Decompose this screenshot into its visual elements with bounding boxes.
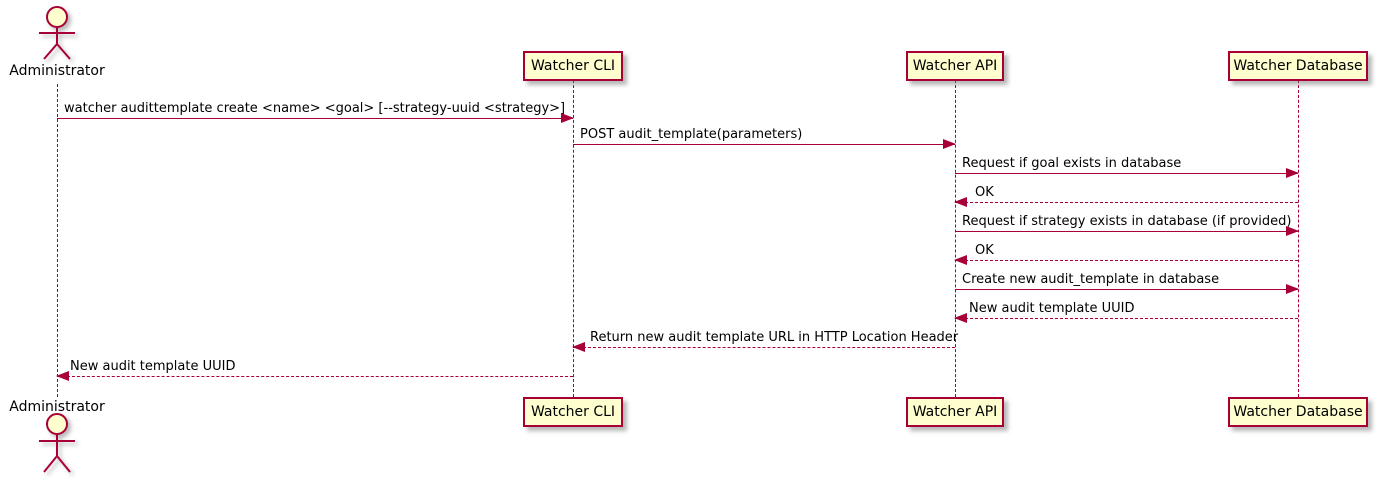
- message-6-label: OK: [975, 243, 994, 258]
- message-1-label: watcher audittemplate create <name> <goa…: [64, 101, 566, 116]
- message-9-label: Return new audit template URL in HTTP Lo…: [590, 330, 959, 345]
- message-4-line: [955, 202, 1298, 203]
- message-2: POST audit_template(parameters): [573, 127, 956, 151]
- arrowhead-left-icon: [954, 197, 967, 207]
- actor-label-administrator-top: Administrator: [9, 63, 105, 79]
- message-2-label: POST audit_template(parameters): [580, 127, 803, 142]
- message-8-line: [955, 318, 1298, 319]
- message-9-line: [573, 347, 955, 348]
- message-8: New audit template UUID: [954, 301, 1298, 325]
- arrowhead-left-icon: [572, 342, 585, 352]
- message-7-label: Create new audit_template in database: [962, 272, 1220, 287]
- message-6-line: [955, 260, 1298, 261]
- arrowhead-right-icon: [561, 113, 574, 123]
- message-3-label: Request if goal exists in database: [962, 156, 1182, 171]
- message-1-line: [57, 118, 573, 119]
- participant-box-watcher-cli-top: Watcher CLI: [523, 51, 623, 81]
- arrowhead-left-icon: [56, 371, 69, 381]
- actor-icon-administrator-bottom: [39, 413, 75, 473]
- lifeline-administrator: [57, 84, 58, 397]
- lifeline-watcher-cli: [573, 80, 574, 397]
- message-9: Return new audit template URL in HTTP Lo…: [572, 330, 959, 354]
- arrowhead-right-icon: [1286, 284, 1299, 294]
- message-10-label: New audit template UUID: [70, 359, 236, 374]
- message-3-line: [955, 173, 1298, 174]
- actor-label-administrator-bottom: Administrator: [9, 399, 105, 415]
- participant-box-watcher-api-bottom: Watcher API: [906, 397, 1004, 427]
- message-2-line: [573, 144, 955, 145]
- arrowhead-right-icon: [943, 139, 956, 149]
- message-3: Request if goal exists in database: [955, 156, 1299, 180]
- message-6: OK: [954, 243, 1298, 267]
- message-5: Request if strategy exists in database (…: [955, 214, 1299, 238]
- participant-box-watcher-database-top: Watcher Database: [1228, 51, 1368, 81]
- arrowhead-left-icon: [954, 255, 967, 265]
- message-10-line: [57, 376, 573, 377]
- message-1: watcher audittemplate create <name> <goa…: [57, 101, 574, 125]
- actor-icon-administrator-top: [39, 6, 75, 60]
- arrowhead-right-icon: [1286, 168, 1299, 178]
- message-4-label: OK: [975, 185, 994, 200]
- message-4: OK: [954, 185, 1298, 209]
- participant-box-watcher-api-top: Watcher API: [906, 51, 1004, 81]
- lifeline-watcher-database: [1298, 80, 1299, 397]
- arrowhead-right-icon: [1286, 226, 1299, 236]
- message-7: Create new audit_template in database: [955, 272, 1299, 296]
- arrowhead-left-icon: [954, 313, 967, 323]
- participant-box-watcher-cli-bottom: Watcher CLI: [523, 397, 623, 427]
- message-5-label: Request if strategy exists in database (…: [962, 214, 1292, 229]
- lifeline-watcher-api: [955, 80, 956, 397]
- message-10: New audit template UUID: [56, 359, 573, 383]
- message-8-label: New audit template UUID: [969, 301, 1135, 316]
- message-5-line: [955, 231, 1298, 232]
- message-7-line: [955, 289, 1298, 290]
- participant-box-watcher-database-bottom: Watcher Database: [1228, 397, 1368, 427]
